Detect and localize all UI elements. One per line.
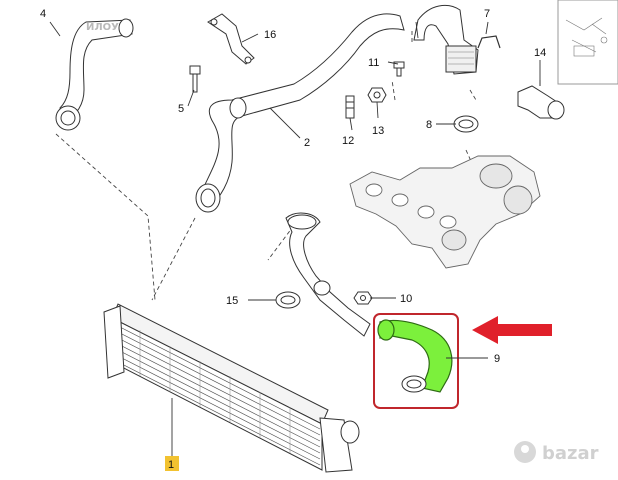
callout-10: 10 — [400, 293, 412, 305]
watermark-top: ИЛОУ — [86, 22, 119, 33]
red-arrow-icon — [472, 316, 552, 344]
callout-4: 4 — [40, 8, 46, 20]
turbo-manifold — [349, 155, 541, 269]
callout-1: 1 — [168, 459, 174, 471]
callout-5: 5 — [178, 103, 184, 115]
nut-13 — [367, 87, 387, 103]
callout-1-highlight — [165, 456, 179, 471]
bolt-5 — [189, 65, 201, 93]
hose-9-highlighted — [377, 319, 453, 393]
pressure-pipe — [285, 212, 371, 337]
callout-16: 16 — [264, 29, 276, 41]
callout-2: 2 — [304, 137, 310, 149]
bazar-wordmark: bazar — [542, 443, 599, 464]
dashed-guide-lines — [55, 30, 477, 301]
callout-7: 7 — [484, 8, 490, 20]
turbo-inlet-hose — [413, 4, 479, 75]
clamp-15 — [275, 291, 301, 309]
bolt-11 — [393, 61, 405, 77]
callout-8: 8 — [426, 119, 432, 131]
callout-11: 11 — [368, 57, 379, 69]
callout-9: 9 — [494, 353, 500, 365]
clamp-8 — [453, 115, 479, 133]
overview-thumbnail — [557, 0, 618, 85]
highlight-box — [373, 313, 459, 409]
leader-lines — [49, 21, 541, 456]
stud-12 — [345, 95, 355, 119]
clip-7 — [477, 35, 501, 49]
nut-10 — [353, 291, 373, 305]
part-14 — [517, 80, 565, 120]
hose-2 — [195, 13, 405, 213]
bazar-logo: bazar — [514, 441, 599, 464]
callout-13: 13 — [372, 125, 384, 137]
bracket-16 — [207, 13, 255, 65]
callout-14: 14 — [534, 47, 546, 59]
callout-labels: 4 5 2 16 7 14 11 12 13 8 15 10 9 1 — [40, 8, 546, 471]
callout-15: 15 — [226, 295, 238, 307]
hose-4 — [55, 18, 134, 131]
intercooler — [103, 303, 360, 473]
callout-12: 12 — [342, 135, 354, 147]
